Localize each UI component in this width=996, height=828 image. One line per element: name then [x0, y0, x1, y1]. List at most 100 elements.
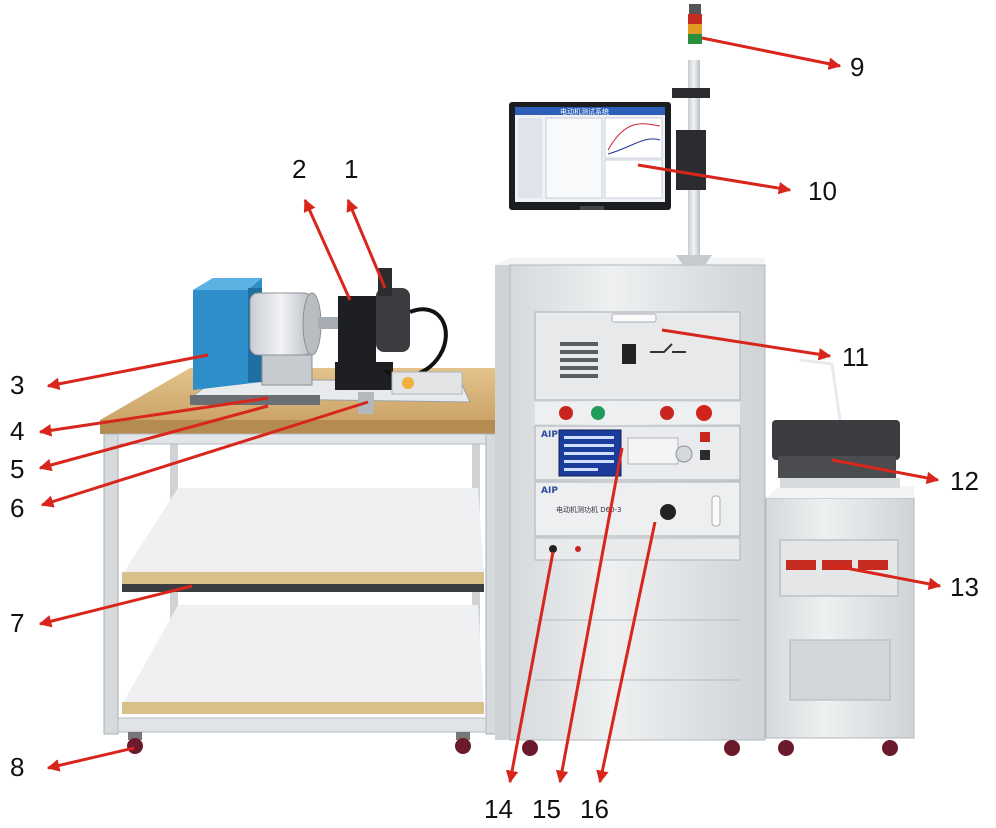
arrow-6: [40, 400, 369, 508]
caster: [127, 732, 143, 754]
signal-tower: [688, 4, 702, 44]
torque-curve: [607, 123, 661, 151]
middle-shelf-edge: [122, 572, 484, 584]
tower-cap: [689, 4, 701, 16]
callout-14: 14: [484, 794, 513, 824]
controller-label: 电动机测功机 D60-3: [556, 505, 622, 514]
test-bench: [100, 368, 501, 754]
analyzer-key[interactable]: [700, 450, 710, 460]
printer-cabinet: [765, 358, 915, 756]
monitor-arm: [676, 130, 706, 190]
emergency-stop-button[interactable]: [696, 405, 712, 421]
analyzer-keypad[interactable]: [627, 437, 679, 465]
monitor: 电动机测试系统: [509, 102, 671, 210]
green-button[interactable]: [591, 406, 605, 420]
callout-6: 6: [10, 493, 24, 523]
arrow-5: [38, 404, 269, 472]
arrow-10: [637, 163, 792, 195]
mast-clamp: [672, 88, 710, 98]
arrow-8: [46, 746, 135, 772]
printer: [772, 420, 900, 460]
tested-motor: [376, 288, 410, 352]
vent-grille: [560, 342, 598, 378]
callout-1: 1: [344, 154, 358, 184]
callout-10: 10: [808, 176, 837, 206]
motor-assembly: [188, 268, 471, 414]
power-switch[interactable]: [622, 344, 636, 364]
callout-15: 15: [532, 794, 561, 824]
indicator-light: [575, 546, 581, 552]
callout-9: 9: [850, 52, 864, 82]
arrow-12: [831, 458, 940, 485]
drum-stand: [261, 354, 313, 386]
tower-red-light: [688, 14, 702, 24]
bottom-shelf-edge: [122, 702, 484, 714]
callout-5: 5: [10, 454, 24, 484]
callout-arrows: [38, 36, 942, 784]
cabinet-side: [495, 265, 513, 740]
control-cabinet: AIP AIP 电动机测功机 D60-3: [495, 258, 766, 756]
indicator-panel: [534, 537, 741, 561]
software-sidebar: [518, 118, 542, 198]
monitor-logo: [580, 206, 604, 210]
callout-8: 8: [10, 752, 24, 782]
table-rail: [117, 433, 487, 445]
load-motor-top: [193, 278, 262, 290]
ups-vent: [789, 639, 891, 701]
connector-icon: [402, 377, 414, 389]
results-table: [604, 159, 663, 199]
arrow-1: [346, 198, 387, 289]
load-motor: [193, 278, 262, 390]
caster: [522, 740, 538, 756]
table-rail: [117, 717, 487, 733]
caster: [882, 740, 898, 756]
screen-rows: [564, 436, 614, 471]
window-title: 电动机测试系统: [560, 107, 609, 116]
button-strip: [535, 402, 740, 424]
red-button[interactable]: [559, 406, 573, 420]
mount-base: [335, 362, 393, 390]
fixture-screw: [378, 268, 392, 296]
analyzer-dial[interactable]: [675, 445, 693, 463]
middle-shelf: [122, 488, 484, 575]
callout-7: 7: [10, 608, 24, 638]
arrow-4: [38, 396, 269, 437]
arrow-13: [829, 563, 942, 591]
breaker-symbol-icon: [650, 343, 686, 353]
shelf-rail: [122, 584, 484, 592]
arrow-11: [661, 328, 832, 361]
window-titlebar: [515, 107, 665, 115]
callout-11: 11: [842, 342, 869, 372]
table-leg: [103, 433, 119, 735]
ups-top: [766, 486, 914, 498]
mast-base: [676, 255, 712, 265]
analyzer-key[interactable]: [700, 432, 710, 442]
ups-display: [858, 560, 888, 570]
arrow-9: [701, 36, 842, 70]
brand-label: AIP: [541, 430, 558, 440]
callout-13: 13: [950, 572, 979, 602]
callout-3: 3: [10, 370, 24, 400]
paper-sheet: [799, 358, 842, 421]
printer-output: [780, 478, 900, 488]
callout-2: 2: [292, 154, 306, 184]
socket-icon: [549, 545, 557, 553]
controller-knob[interactable]: [660, 504, 676, 520]
red-button[interactable]: [660, 406, 674, 420]
ups-cabinet: [765, 497, 915, 739]
arrow-3: [46, 353, 209, 391]
arrow-14: [505, 551, 555, 784]
caster: [778, 740, 794, 756]
arrow-7: [38, 584, 193, 628]
caster: [455, 732, 471, 754]
arrow-15: [555, 447, 624, 784]
power-module: [534, 311, 741, 401]
monitor-mast: [672, 60, 712, 265]
handle: [611, 313, 657, 323]
callout-12: 12: [950, 466, 979, 496]
dynamometer-controller: [534, 481, 741, 537]
ups-display: [786, 560, 816, 570]
tower-amber-light: [688, 24, 702, 34]
brand-label: AIP: [541, 486, 558, 496]
